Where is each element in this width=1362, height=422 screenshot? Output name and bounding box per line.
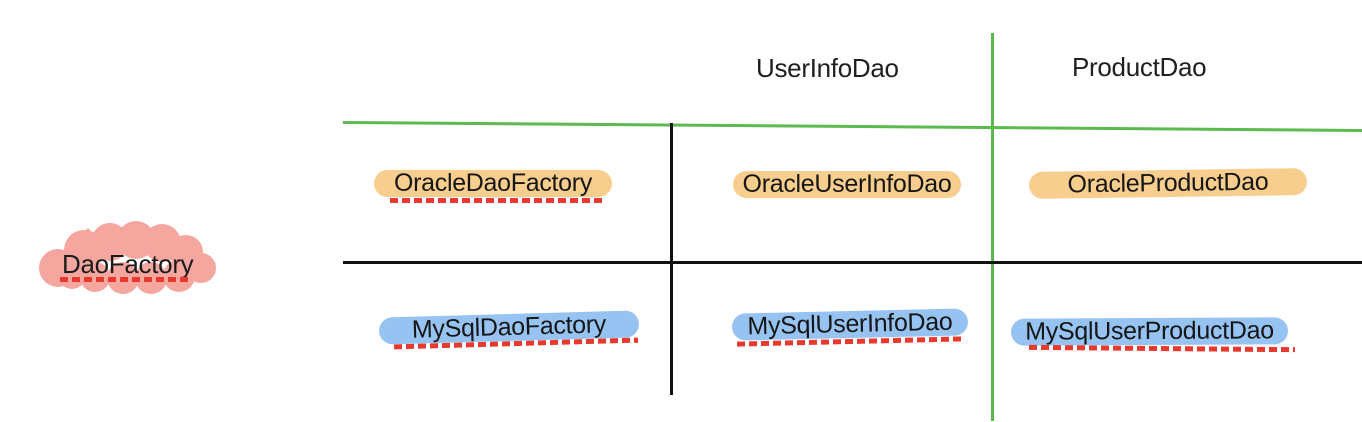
cloud-highlight-icon	[39, 221, 216, 294]
black-vertical-line	[670, 123, 673, 395]
cell-oracle-userinfo-dao: OracleUserInfoDao	[733, 171, 961, 198]
column-header-userinfodao: UserInfoDao	[756, 53, 899, 83]
green-vertical-line	[991, 33, 994, 421]
cell-oracle-dao-factory: OracleDaoFactory	[374, 170, 612, 197]
cell-oracle-product-dao: OracleProductDao	[1028, 167, 1308, 199]
green-horizontal-line	[342, 121, 1362, 133]
cell-mysql-userproduct-dao: MySqlUserProductDao	[1010, 316, 1289, 346]
spellcheck-underline-mysqluserproductdao	[1028, 344, 1296, 353]
cell-label: OracleProductDao	[1067, 167, 1269, 199]
black-horizontal-line	[343, 261, 1362, 264]
cell-label: MySqlUserProductDao	[1025, 316, 1274, 346]
cell-label: OracleDaoFactory	[393, 169, 593, 197]
column-header-productdao: ProductDao	[1072, 52, 1207, 82]
spellcheck-underline-oracledaofactory	[390, 198, 602, 203]
cell-label: OracleUserInfoDao	[742, 170, 952, 198]
spellcheck-underline-daofactory	[60, 277, 190, 282]
cell-mysql-userinfo-dao: MySqlUserInfoDao	[731, 307, 969, 341]
row-label-daofactory: DaoFactory	[62, 249, 194, 279]
cell-label: MySqlUserInfoDao	[747, 307, 953, 341]
